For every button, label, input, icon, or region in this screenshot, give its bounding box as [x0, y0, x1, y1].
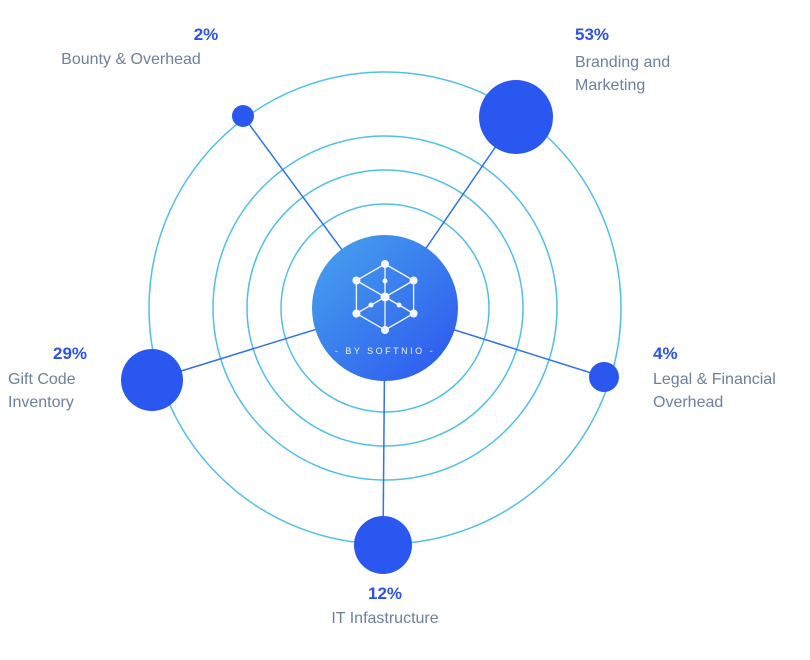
label-legal-percent: 4%	[653, 344, 678, 363]
ring-1	[280, 203, 490, 413]
bubble-branding-53pct	[479, 80, 553, 154]
label-gift-line2: Inventory	[8, 394, 74, 411]
label-branding-line2: Marketing	[575, 77, 646, 94]
bubble-it-12pct	[354, 516, 412, 574]
bubble-gift-29pct	[121, 349, 183, 411]
label-branding-line1: Branding and	[575, 54, 671, 71]
bubble-bounty-2pct	[232, 105, 254, 127]
ring-3	[212, 135, 558, 481]
allocation-bubbles	[121, 80, 619, 574]
label-branding-percent: 53%	[575, 25, 610, 44]
label-legal-line2: Overhead	[653, 394, 724, 411]
ring-2	[246, 169, 524, 447]
label-it-percent: 12%	[367, 584, 403, 603]
icon-vertex-dots	[352, 260, 418, 334]
label-legal-line1: Legal & Financial	[653, 371, 776, 388]
bubble-legal-4pct	[589, 362, 619, 392]
label-it-name: IT Infastructure	[331, 610, 439, 627]
label-gift-line1: Gift Code	[8, 371, 76, 388]
byline-by-softnio: - BY SOFTNIO -	[334, 346, 436, 356]
label-bounty-percent: 2%	[193, 25, 219, 44]
blockchain-network-icon	[352, 260, 418, 334]
label-gift-percent: 29%	[52, 344, 88, 363]
label-bounty-name: Bounty & Overhead	[61, 51, 201, 68]
